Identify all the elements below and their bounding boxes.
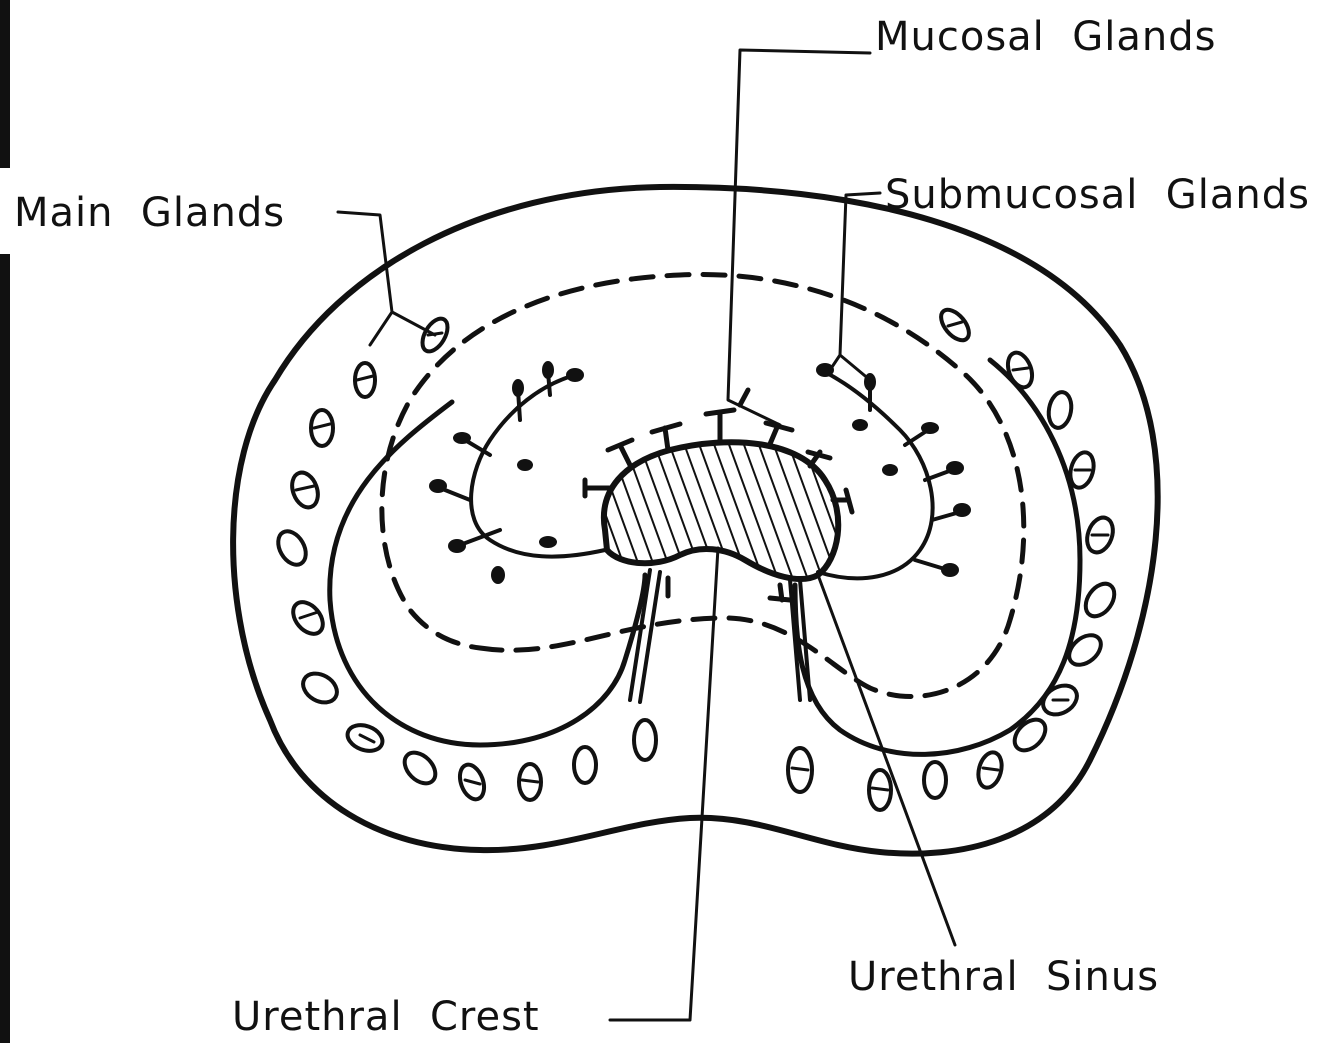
leader-submucosal-glands — [830, 193, 880, 380]
leader-main-glands — [338, 212, 435, 345]
label-main-glands: Main Glands — [14, 190, 285, 236]
label-mucosal-glands: Mucosal Glands — [875, 14, 1216, 60]
leader-urethral-sinus — [818, 575, 955, 945]
submucosal-gland-tree-right — [816, 363, 971, 578]
label-urethral-sinus: Urethral Sinus — [848, 954, 1159, 1000]
urethral-lumen — [604, 442, 838, 579]
scan-edge-bar — [0, 0, 10, 1043]
label-urethral-crest: Urethral Crest — [232, 994, 540, 1040]
label-submucosal-glands: Submucosal Glands — [885, 172, 1310, 218]
main-glands-ring — [273, 305, 1121, 810]
submucosal-gland-tree-left — [429, 361, 605, 584]
leader-mucosal-glands — [728, 50, 870, 425]
